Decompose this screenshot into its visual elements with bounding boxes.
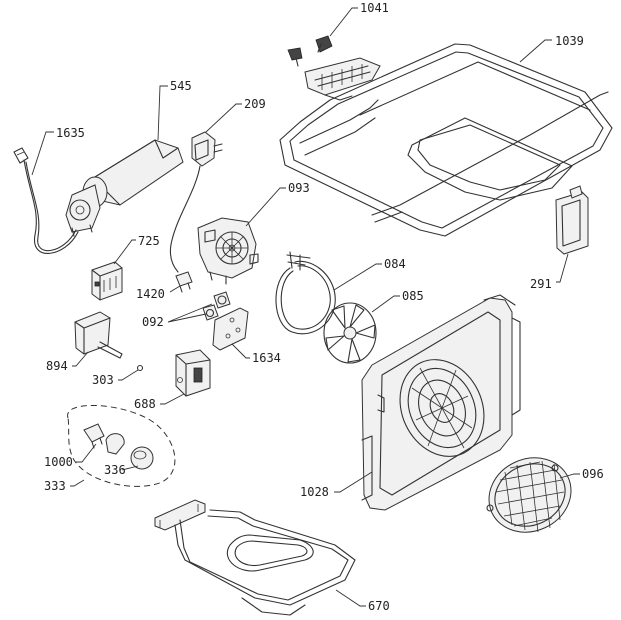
label-1000: 1000 — [44, 455, 73, 469]
label-894: 894 — [46, 359, 68, 373]
label-093: 093 — [288, 181, 310, 195]
label-209: 209 — [244, 97, 266, 111]
part-1420-connector — [175, 271, 193, 293]
label-1041: 1041 — [360, 1, 389, 15]
part-303-pin — [136, 364, 144, 372]
leader-lines — [31, 7, 580, 607]
part-084-ring-heater — [275, 251, 336, 335]
label-092: 092 — [142, 315, 164, 329]
part-096-grease-filter — [486, 457, 572, 533]
part-670-bottom-element — [154, 499, 356, 616]
part-1028-rear-panel — [361, 294, 521, 511]
part-894-selector-switch — [74, 311, 123, 359]
part-1041-terminal-screws — [287, 35, 381, 101]
part-labels: 1041 1039 545 209 1635 093 725 084 291 1… — [44, 1, 604, 613]
part-333-lamp-assembly — [67, 404, 176, 487]
part-291-lamp-cover — [555, 185, 589, 255]
label-670: 670 — [368, 599, 390, 613]
label-085: 085 — [402, 289, 424, 303]
label-545: 545 — [170, 79, 192, 93]
label-333: 333 — [44, 479, 66, 493]
label-1420: 1420 — [136, 287, 165, 301]
part-1039-grill-element — [279, 43, 613, 237]
label-725: 725 — [138, 234, 160, 248]
label-688: 688 — [134, 397, 156, 411]
part-1634-bracket-plate — [212, 307, 249, 351]
label-291: 291 — [530, 277, 552, 291]
part-085-fan-blade — [323, 302, 377, 364]
label-084: 084 — [384, 257, 406, 271]
label-1634: 1634 — [252, 351, 281, 365]
part-209-connector — [169, 131, 223, 273]
label-1028: 1028 — [300, 485, 329, 499]
label-336: 336 — [104, 463, 126, 477]
part-093-fan-motor — [197, 217, 259, 285]
label-1039: 1039 — [555, 34, 584, 48]
label-096: 096 — [582, 467, 604, 481]
part-1635-cable — [13, 147, 79, 254]
part-092-lamp-holders — [202, 291, 231, 321]
part-545-cooling-fan-duct — [65, 139, 184, 237]
part-688-thermostat-housing — [175, 349, 211, 397]
part-725-terminal-block — [91, 261, 123, 301]
label-303: 303 — [92, 373, 114, 387]
label-1635: 1635 — [56, 126, 85, 140]
